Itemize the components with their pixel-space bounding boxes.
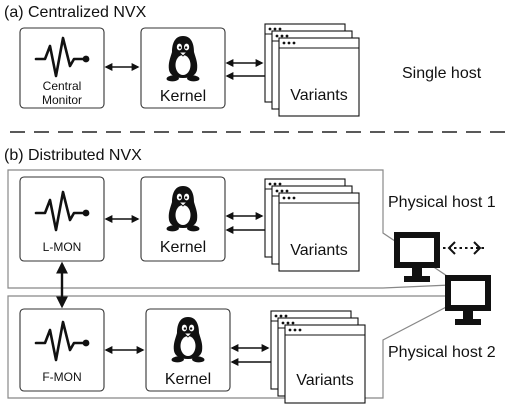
single-host-label: Single host: [402, 65, 482, 82]
kernel-box-host2: Kernel: [145, 308, 231, 392]
variants-label-a: Variants: [290, 87, 348, 104]
central-monitor-label-2: Monitor: [42, 93, 82, 107]
central-monitor-box: Central Monitor: [19, 27, 105, 109]
variants-stack-host1: Variants: [264, 178, 360, 272]
lmon-label: L-MON: [43, 240, 82, 254]
section-a-title: (a) Centralized NVX: [4, 4, 147, 21]
network-link-arrow-right: [473, 241, 482, 255]
kernel-box-host1: Kernel: [140, 176, 226, 262]
variants-label-host1: Variants: [290, 242, 348, 259]
variants-stack-host2: Variants: [270, 310, 366, 404]
fmon-label: F-MON: [42, 370, 81, 384]
desktop-computer-icon: [394, 232, 440, 282]
kernel-label-a: Kernel: [160, 88, 206, 105]
lmon-box: L-MON: [19, 176, 105, 262]
central-monitor-label-1: Central: [43, 79, 82, 93]
variants-stack-a: Variants: [264, 23, 360, 117]
kernel-label-host1: Kernel: [160, 239, 206, 256]
physical-host-2-label: Physical host 2: [388, 344, 496, 361]
network-link-arrow-left: [447, 241, 456, 255]
kernel-box-a: Kernel: [140, 27, 226, 109]
kernel-label-host2: Kernel: [165, 371, 211, 388]
fmon-box: F-MON: [19, 308, 105, 392]
section-b-title: (b) Distributed NVX: [4, 147, 142, 164]
physical-host-1-label: Physical host 1: [388, 194, 496, 211]
desktop-computer-icon: [445, 275, 491, 325]
variants-label-host2: Variants: [296, 372, 354, 389]
